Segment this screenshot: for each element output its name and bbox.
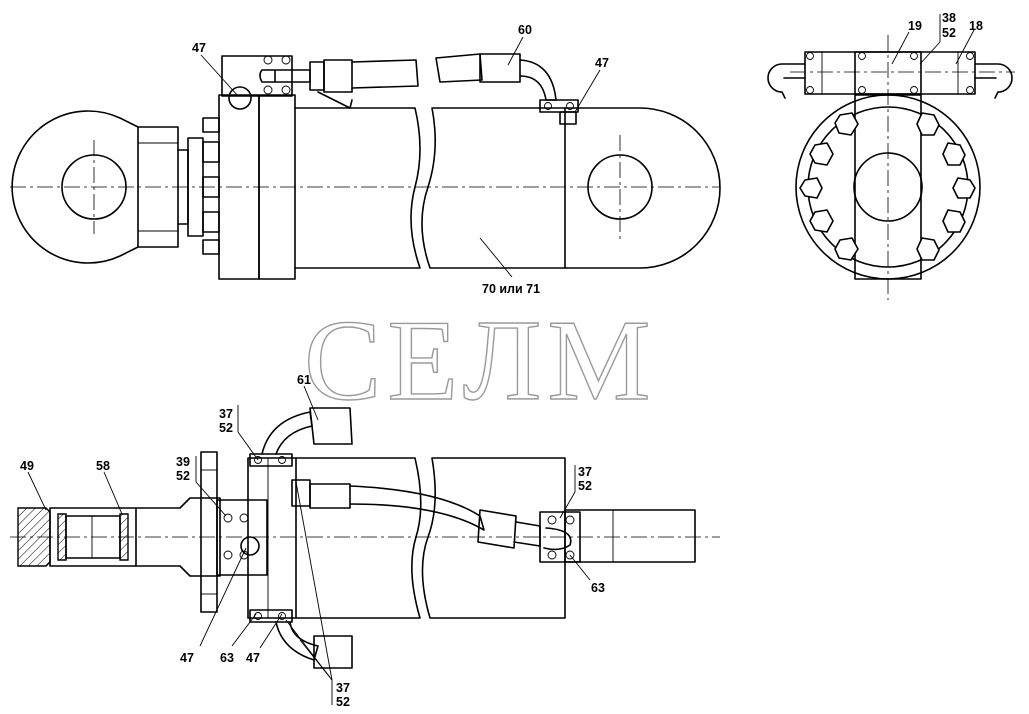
leader-lines <box>27 14 975 705</box>
callout-19: 19 <box>908 19 922 33</box>
callout-47-b: 47 <box>246 651 260 665</box>
bottom-view <box>10 407 720 669</box>
callout-60: 60 <box>518 23 532 37</box>
callout-47-top-left: 47 <box>192 41 206 55</box>
callout-18: 18 <box>969 19 983 33</box>
callout-39: 39 <box>176 455 190 469</box>
callout-52-b: 52 <box>176 469 190 483</box>
callout-52-d: 52 <box>336 695 350 709</box>
flange-bolts <box>799 112 976 261</box>
watermark-text: СЕЛМ <box>304 297 657 425</box>
callout-49: 49 <box>20 459 34 473</box>
rod-eye-section <box>17 497 221 577</box>
callout-63-a: 63 <box>220 651 234 665</box>
callout-58: 58 <box>96 459 110 473</box>
gland-bolts <box>202 117 220 255</box>
side-view <box>767 35 1015 300</box>
top-view <box>10 53 721 280</box>
callout-37-c: 37 <box>336 681 350 695</box>
callout-47-top-right: 47 <box>595 56 609 70</box>
callout-52-side: 52 <box>942 26 956 40</box>
callout-37-a: 37 <box>219 407 233 421</box>
callout-52-c: 52 <box>578 479 592 493</box>
callout-47-a: 47 <box>180 651 194 665</box>
callout-body: 70 или 71 <box>482 282 540 296</box>
callout-63-b: 63 <box>591 581 605 595</box>
rod-eye <box>11 110 179 264</box>
callout-37-b: 37 <box>578 465 592 479</box>
callout-52-a: 52 <box>219 421 233 435</box>
callout-61: 61 <box>297 373 311 387</box>
callout-labels: 47 60 47 70 или 71 19 38 52 18 61 37 52 … <box>20 11 983 709</box>
callout-38: 38 <box>942 11 956 25</box>
